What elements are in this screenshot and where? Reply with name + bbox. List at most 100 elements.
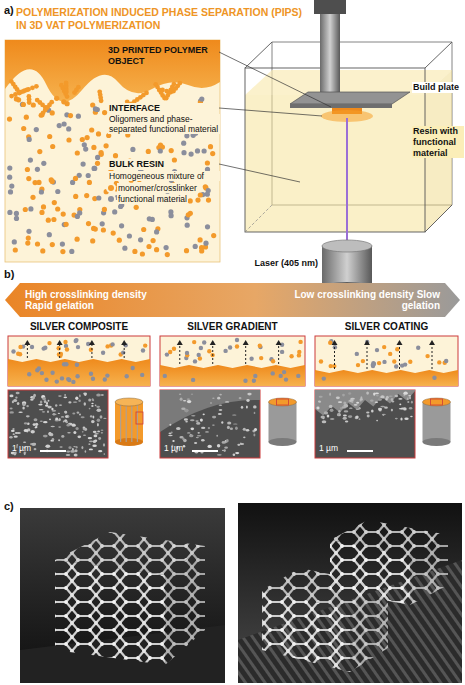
sem-grain: [227, 422, 231, 425]
sem-grain: [91, 420, 95, 423]
arrowhead: [276, 340, 282, 345]
particle: [121, 350, 125, 354]
particles: [7, 79, 458, 458]
sem-grain: [219, 405, 223, 406]
particle: [26, 236, 31, 241]
oligomer: [9, 79, 14, 84]
schematic-box: [160, 336, 305, 386]
particle: [185, 223, 190, 228]
sem-grain: [235, 426, 238, 430]
particle: [36, 180, 41, 185]
sem-grain: [185, 421, 188, 423]
sem-grain: [88, 443, 90, 444]
sem-grain: [233, 454, 236, 456]
sem-grain: [191, 394, 193, 396]
part-label: 3D PRINTED POLYMER OBJECT: [108, 45, 216, 67]
sem-grain: [243, 437, 245, 439]
sem-grain: [24, 422, 28, 424]
particle: [328, 341, 332, 345]
particle: [64, 362, 68, 366]
particle: [163, 374, 167, 378]
sem-grain: [81, 416, 85, 418]
sem-grain: [76, 427, 79, 430]
sem-grain: [203, 414, 205, 416]
sem-grain: [395, 395, 399, 398]
particle: [14, 211, 19, 216]
particle: [206, 188, 211, 193]
particle: [101, 351, 105, 355]
sem-grain: [354, 404, 358, 406]
particle: [168, 209, 173, 214]
sem-grain: [182, 438, 184, 441]
sem-grain: [101, 394, 104, 395]
sem-grain: [233, 423, 238, 424]
sem-grain: [359, 418, 361, 420]
sem-grain: [79, 394, 81, 397]
region-marker: [136, 412, 143, 424]
arrowhead: [177, 340, 183, 345]
band-text: High crosslinking density Rapid gelation: [25, 289, 175, 311]
sem-grain: [191, 427, 195, 430]
sem-grain: [247, 393, 251, 396]
particle: [43, 346, 47, 350]
sem-grain: [58, 439, 60, 441]
sem-grain: [329, 393, 331, 396]
sem-grain: [235, 452, 239, 454]
particle: [55, 206, 60, 211]
particle: [30, 345, 34, 349]
particle: [147, 216, 152, 221]
particle: [34, 127, 39, 132]
particle: [14, 216, 19, 221]
sem-grain: [201, 427, 205, 429]
particle: [104, 143, 109, 148]
particle: [199, 346, 203, 350]
sem-grain: [356, 415, 359, 418]
rod: [320, 0, 340, 96]
particle: [30, 195, 35, 200]
particle: [158, 142, 163, 147]
arrow-band: [5, 283, 460, 317]
sem-grain: [15, 396, 17, 398]
particle: [87, 180, 92, 185]
particle: [395, 347, 399, 351]
particle: [13, 247, 18, 252]
sem-grain: [65, 411, 68, 414]
particle: [258, 344, 262, 348]
sem-grain: [370, 399, 374, 401]
particle: [146, 149, 151, 154]
sem-grain: [395, 418, 398, 420]
sem-grain: [388, 396, 392, 398]
sem-grain: [77, 411, 80, 413]
sem-grain: [187, 399, 190, 400]
diffusion-arrow: [399, 345, 400, 369]
sem-grain: [61, 416, 65, 417]
sem-grain: [98, 437, 101, 440]
sem-grain: [384, 406, 388, 408]
cylinder-bottom: [115, 438, 143, 446]
sem-grain: [407, 398, 409, 401]
particle: [235, 344, 239, 348]
particle: [355, 352, 359, 356]
sem-grain: [74, 453, 78, 456]
particle: [371, 363, 375, 367]
sem-grain: [104, 453, 106, 455]
sem-grain: [100, 415, 103, 418]
sem-grain: [375, 392, 379, 394]
note: Homogeneous mixture of: [108, 171, 220, 181]
particle: [110, 342, 114, 346]
sem-grain: [366, 411, 369, 413]
particle: [55, 189, 60, 194]
diffusion-arrow: [367, 345, 368, 369]
particle: [92, 166, 97, 171]
cylinder-stripe: [120, 402, 121, 442]
sem-grain: [51, 408, 53, 410]
sem-grain: [55, 418, 58, 421]
sem-grain: [391, 409, 393, 412]
sem-grain: [83, 435, 86, 437]
particle: [356, 363, 360, 367]
sem-grain: [92, 445, 97, 447]
particle: [100, 221, 105, 226]
sem-grain: [59, 418, 61, 421]
sem-grain: [10, 411, 14, 413]
sem-grain: [398, 398, 402, 400]
